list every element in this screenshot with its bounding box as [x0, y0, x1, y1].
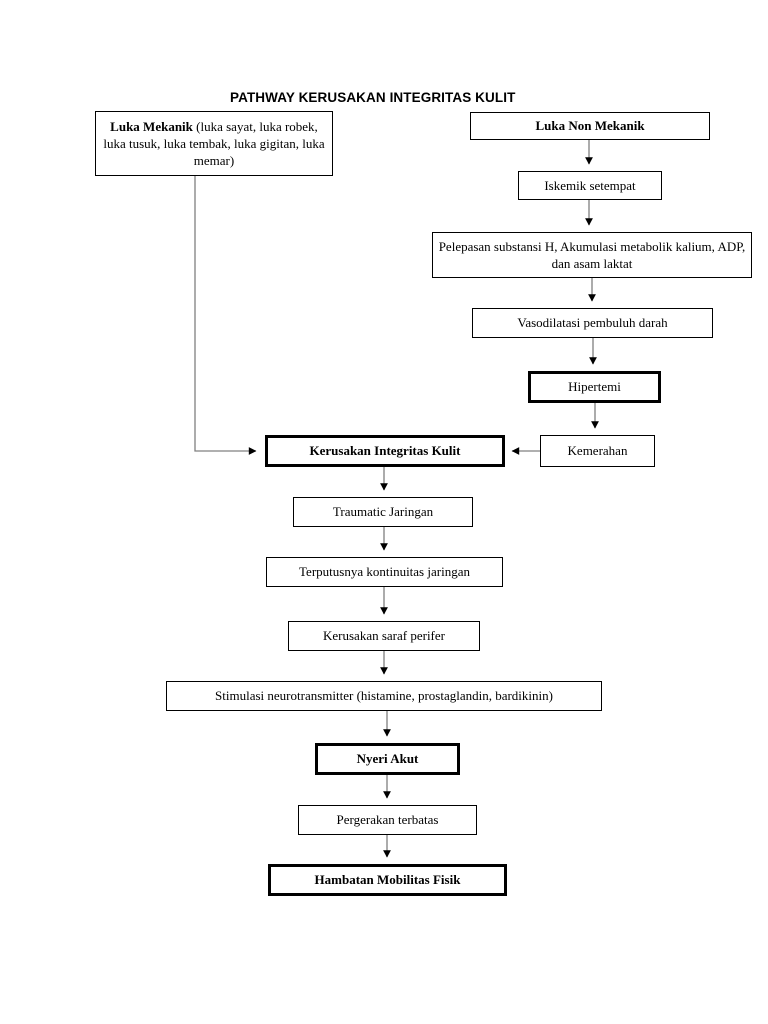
node-pergerakan-terbatas[interactable]: Pergerakan terbatas: [298, 805, 477, 835]
node-luka-mekanik[interactable]: Luka Mekanik (luka sayat, luka robek, lu…: [95, 111, 333, 176]
node-luka-mekanik-lead: Luka Mekanik: [110, 118, 193, 134]
node-traumatic-jaringan-label: Traumatic Jaringan: [332, 504, 434, 520]
page-title: PATHWAY KERUSAKAN INTEGRITAS KULIT: [230, 90, 516, 105]
node-traumatic-jaringan[interactable]: Traumatic Jaringan: [293, 497, 473, 527]
node-luka-non-mekanik[interactable]: Luka Non Mekanik: [470, 112, 710, 140]
node-kerusakan-integritas-kulit[interactable]: Kerusakan Integritas Kulit: [265, 435, 505, 467]
node-hambatan-mobilitas-fisik[interactable]: Hambatan Mobilitas Fisik: [268, 864, 507, 896]
node-stimulasi-neurotransmitter-label: Stimulasi neurotransmitter (histamine, p…: [215, 688, 553, 704]
node-luka-non-mekanik-label: Luka Non Mekanik: [535, 118, 645, 134]
node-nyeri-akut-label: Nyeri Akut: [356, 751, 419, 767]
node-terputusnya-kontinuitas-jaringan[interactable]: Terputusnya kontinuitas jaringan: [266, 557, 503, 587]
node-kemerahan[interactable]: Kemerahan: [540, 435, 655, 467]
node-vasodilatasi-label: Vasodilatasi pembuluh darah: [517, 315, 668, 331]
node-hipertemi-label: Hipertemi: [568, 379, 621, 395]
node-terputusnya-kontinuitas-label: Terputusnya kontinuitas jaringan: [299, 564, 470, 580]
node-iskemik-setempat[interactable]: Iskemik setempat: [518, 171, 662, 200]
node-hipertemi[interactable]: Hipertemi: [528, 371, 661, 403]
node-pergerakan-terbatas-label: Pergerakan terbatas: [336, 812, 439, 828]
node-nyeri-akut[interactable]: Nyeri Akut: [315, 743, 460, 775]
node-vasodilatasi-pembuluh-darah[interactable]: Vasodilatasi pembuluh darah: [472, 308, 713, 338]
node-hambatan-mobilitas-fisik-label: Hambatan Mobilitas Fisik: [314, 872, 461, 888]
node-pelepasan-substansi[interactable]: Pelepasan substansi H, Akumulasi metabol…: [432, 232, 752, 278]
node-iskemik-setempat-label: Iskemik setempat: [544, 177, 636, 193]
node-stimulasi-neurotransmitter[interactable]: Stimulasi neurotransmitter (histamine, p…: [166, 681, 602, 711]
node-kerusakan-integritas-kulit-label: Kerusakan Integritas Kulit: [309, 443, 461, 459]
node-kerusakan-saraf-perifer[interactable]: Kerusakan saraf perifer: [288, 621, 480, 651]
node-kerusakan-saraf-perifer-label: Kerusakan saraf perifer: [323, 628, 445, 644]
node-luka-mekanik-rest: (luka sayat, luka robek, luka tusuk, luk…: [103, 118, 325, 169]
edge-luka-mekanik-to-kerusakan: [194, 176, 257, 455]
node-kemerahan-label: Kemerahan: [567, 443, 628, 459]
node-pelepasan-substansi-label: Pelepasan substansi H, Akumulasi metabol…: [438, 238, 746, 271]
